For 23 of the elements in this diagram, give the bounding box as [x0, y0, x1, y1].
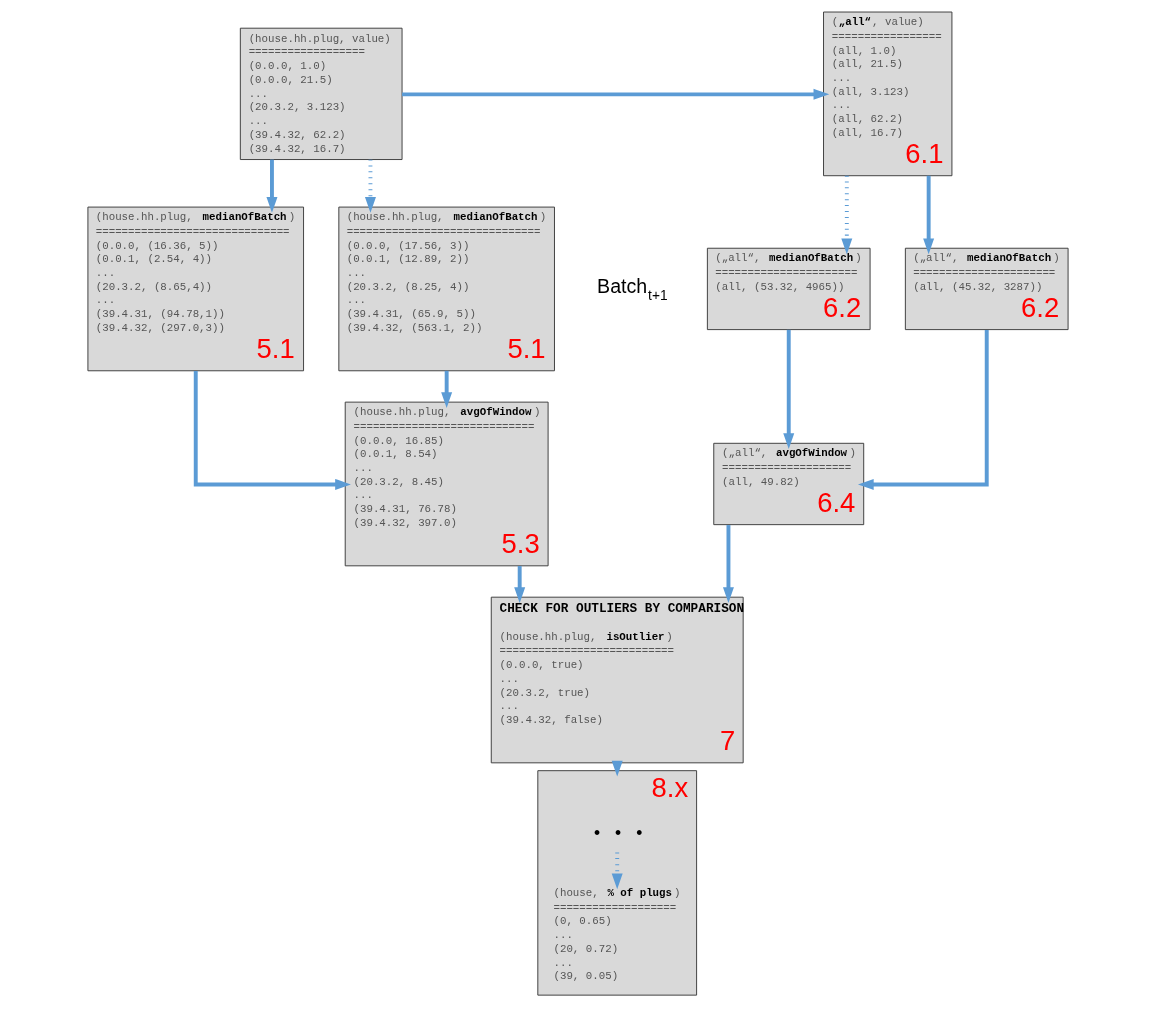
- arrow: [193, 371, 351, 490]
- node-box: („all“, value) ================= (all, 1.0) (all, 21.5) ... (all, 3.123) ... (all, 62.2) (all, 16.7) 6.1: [822, 11, 952, 177]
- node-text: • • •: [591, 823, 645, 844]
- node-box: (house.hh.plug, medianOfBatch) ============================== (0.0.0, (17.56, 3)) (0.0.1, (12.89, 2)) ... (20.3.2, (8.25, 4)) ... (39.4.31, (65.9, 5)) (39.4.32, (563.1, 2)) 5.1: [337, 206, 555, 372]
- arrow: [922, 175, 934, 255]
- node-box: („all“, avgOfWindow) ==================== (all, 49.82) 6.4: [712, 442, 864, 526]
- arrow: [722, 525, 734, 603]
- arrow: [782, 329, 794, 450]
- arrow: [513, 566, 525, 604]
- arrow: [401, 88, 829, 100]
- node-box: (house.hh.plug, value) ================== (0.0.0, 1.0) (0.0.0, 21.5) ... (20.3.2, 3.123) ... (39.4.32, 62.2) (39.4.32, 16.7): [239, 27, 403, 161]
- node-box: (house.hh.plug, avgOfWindow) ============================ (0.0.0, 16.85) (0.0.1, 8.54) ... (20.3.2, 8.45) ... (39.4.31, 76.78) (39.4.32, 397.0) 5.3: [344, 401, 549, 567]
- arrow: [840, 175, 852, 255]
- arrow: [364, 159, 376, 213]
- node-box: („all“, medianOfBatch) ====================== (all, (45.32, 3287)) 6.2: [904, 247, 1069, 331]
- arrow: [440, 370, 452, 408]
- label: Batch$_{t+1}$: [596, 274, 668, 304]
- node-box: („all“, medianOfBatch) ====================== (all, (53.32, 4965)) 6.2: [706, 247, 871, 331]
- arrow: [265, 159, 277, 213]
- arrow: [857, 329, 989, 490]
- node-text: (house, % of plugs) =================== (0, 0.65) ... (20, 0.72) ... (39, 0.05): [553, 886, 681, 983]
- node-box: (house.hh.plug, medianOfBatch) ============================== (0.0.0, (16.36, 5)) (0.0.1, (2.54, 4)) ... (20.3.2, (8.65,4)) ... (39.4.31, (94.78,1)) (39.4.32, (297.0,3)) 5.1: [86, 206, 304, 372]
- arrow: [611, 852, 623, 890]
